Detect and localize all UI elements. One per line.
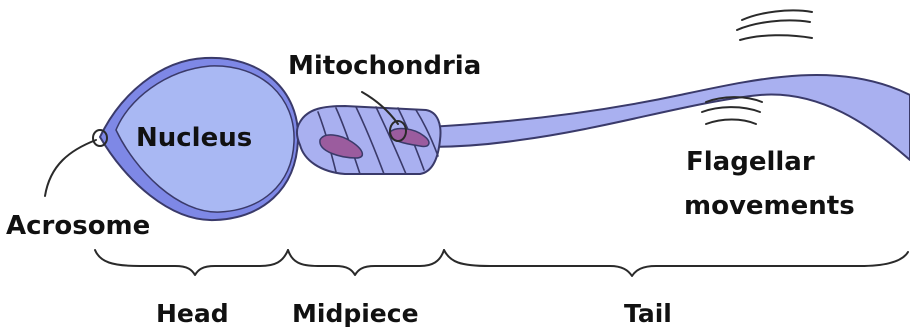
tail-label: Tail <box>624 299 672 328</box>
acrosome-pointer-line <box>45 140 96 196</box>
mitochondria-label: Mitochondria <box>288 51 481 81</box>
midpiece-label: Midpiece <box>292 299 419 328</box>
acrosome-label: Acrosome <box>6 211 150 241</box>
flagellar-label-line1: Flagellar <box>686 147 815 177</box>
head-brace <box>95 250 288 275</box>
midpiece-brace <box>288 250 444 275</box>
flagellar-label-line2: movements <box>684 191 855 221</box>
tail-flagellum <box>428 75 910 160</box>
nucleus-label: Nucleus <box>136 123 252 153</box>
motion-lines-top <box>737 10 812 40</box>
motion-lines-middle <box>702 97 762 124</box>
tail-brace <box>444 250 908 276</box>
head-label: Head <box>156 299 229 328</box>
